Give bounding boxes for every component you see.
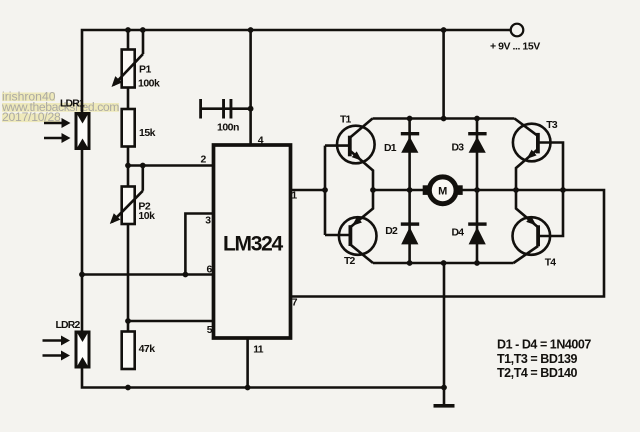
svg-text:M: M — [438, 186, 447, 198]
svg-text:3: 3 — [205, 215, 211, 226]
svg-text:LDR2: LDR2 — [56, 320, 81, 331]
svg-text:www.thebackshed.com: www.thebackshed.com — [1, 100, 119, 114]
svg-text:11: 11 — [253, 344, 263, 355]
svg-text:P1: P1 — [139, 64, 152, 76]
svg-text:10k: 10k — [138, 210, 155, 222]
svg-text:15k: 15k — [139, 127, 156, 139]
svg-text:T1,T3 = BD139: T1,T3 = BD139 — [497, 352, 577, 366]
svg-text:D2: D2 — [385, 226, 398, 237]
svg-text:47k: 47k — [139, 343, 156, 355]
svg-text:irishron40: irishron40 — [2, 89, 56, 103]
svg-text:+ 9V ... 15V: + 9V ... 15V — [490, 41, 540, 53]
svg-text:100k: 100k — [138, 77, 160, 89]
svg-text:T2,T4 = BD140: T2,T4 = BD140 — [497, 366, 577, 380]
svg-text:2: 2 — [201, 155, 207, 166]
svg-text:2017/10/28: 2017/10/28 — [2, 110, 61, 124]
svg-text:D4: D4 — [452, 228, 465, 239]
svg-text:4: 4 — [258, 136, 264, 147]
svg-text:T3: T3 — [546, 120, 558, 131]
svg-text:T1: T1 — [340, 114, 352, 125]
svg-text:1: 1 — [291, 191, 297, 202]
svg-text:100n: 100n — [217, 121, 239, 133]
svg-text:T2: T2 — [344, 256, 356, 267]
svg-text:LDR1: LDR1 — [60, 98, 85, 109]
svg-text:6: 6 — [207, 265, 213, 276]
svg-text:5: 5 — [207, 325, 213, 336]
svg-text:D1: D1 — [384, 143, 397, 154]
svg-text:P2: P2 — [138, 201, 151, 213]
svg-text:T4: T4 — [545, 257, 557, 268]
svg-text:D1 - D4 = 1N4007: D1 - D4 = 1N4007 — [497, 337, 591, 351]
svg-text:LM324: LM324 — [223, 233, 283, 256]
svg-text:D3: D3 — [452, 142, 465, 153]
svg-text:7: 7 — [292, 298, 298, 309]
